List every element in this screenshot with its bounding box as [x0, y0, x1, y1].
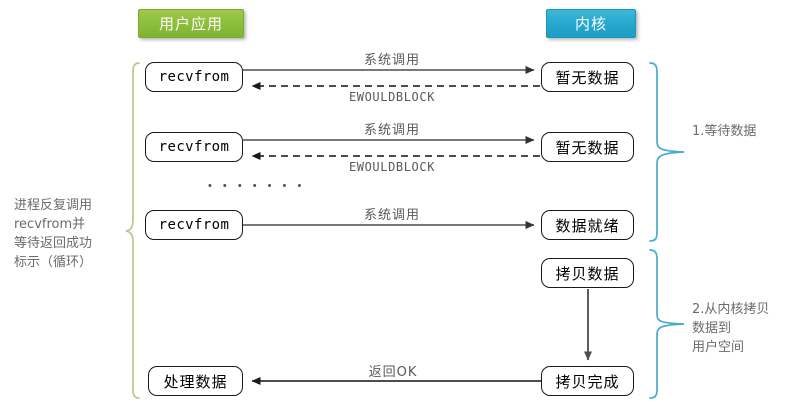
node-data-ready-label: 数据就绪 — [555, 216, 620, 235]
node-recvfrom-1-label: recvfrom — [158, 69, 230, 85]
node-no-data-2-label: 暂无数据 — [555, 138, 620, 157]
loop-ellipsis: • • • • • • • — [208, 180, 306, 192]
column-header-user-application: 用户应用 — [138, 9, 244, 38]
edge-label-ewouldblock-1: EWOULDBLOCK — [348, 90, 436, 104]
node-copy-data-label: 拷贝数据 — [555, 264, 620, 283]
node-copy-complete[interactable]: 拷贝完成 — [541, 366, 634, 396]
node-process-data-label: 处理数据 — [163, 372, 228, 391]
node-recvfrom-3-label: recvfrom — [158, 217, 230, 233]
annotation-loop-description: 进程反复调用 recvfrom并 等待返回成功 标示（循环） — [14, 198, 93, 270]
edge-label-syscall-1: 系统调用 — [363, 53, 420, 68]
column-header-user-application-label: 用户应用 — [158, 16, 223, 33]
edge-label-syscall-2: 系统调用 — [363, 123, 420, 138]
annotation-phase-wait-data: 1.等待数据 — [692, 124, 757, 139]
column-header-kernel-label: 内核 — [574, 16, 607, 33]
edge-label-ewouldblock-2: EWOULDBLOCK — [348, 160, 436, 174]
annotation-phase-copy-data: 2.从内核拷贝 数据到 用户空间 — [692, 302, 770, 355]
edge-label-syscall-3: 系统调用 — [363, 208, 420, 223]
edge-label-return-ok: 返回OK — [368, 365, 418, 380]
node-data-ready[interactable]: 数据就绪 — [541, 210, 634, 240]
node-process-data[interactable]: 处理数据 — [148, 366, 243, 396]
column-header-kernel: 内核 — [546, 9, 636, 38]
node-no-data-2[interactable]: 暂无数据 — [541, 132, 634, 162]
node-recvfrom-2-label: recvfrom — [158, 139, 230, 155]
node-recvfrom-1[interactable]: recvfrom — [145, 62, 243, 92]
node-recvfrom-2[interactable]: recvfrom — [145, 132, 243, 162]
left-brace — [125, 62, 140, 399]
node-copy-data[interactable]: 拷贝数据 — [541, 258, 634, 288]
node-no-data-1[interactable]: 暂无数据 — [541, 62, 634, 92]
node-no-data-1-label: 暂无数据 — [555, 68, 620, 87]
node-recvfrom-3[interactable]: recvfrom — [145, 210, 243, 240]
right-brace-copy-data — [649, 249, 685, 399]
right-brace-wait-data — [649, 62, 685, 242]
node-copy-complete-label: 拷贝完成 — [555, 372, 620, 391]
